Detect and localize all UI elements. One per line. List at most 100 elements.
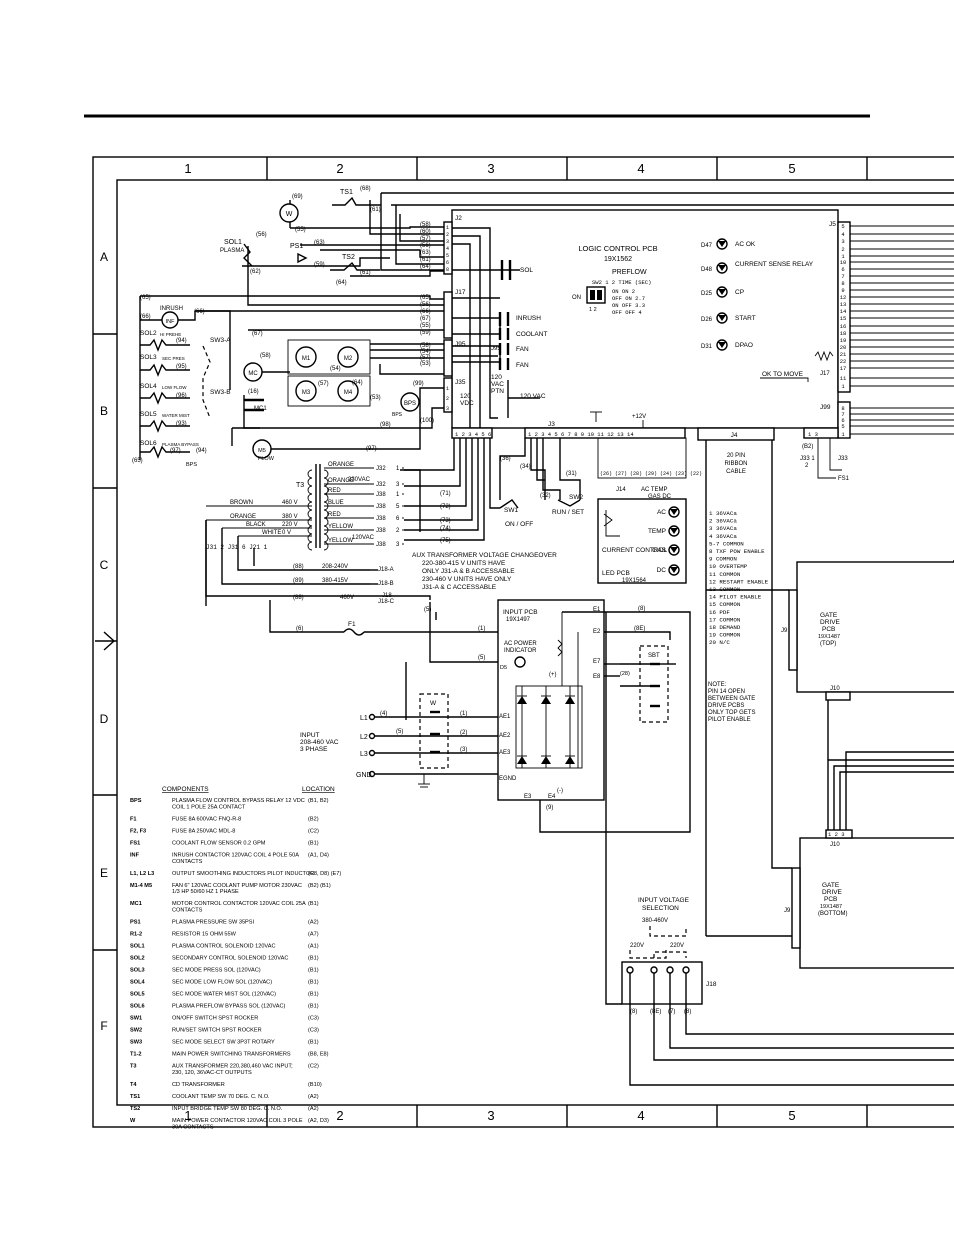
svg-text:2: 2 bbox=[805, 463, 809, 469]
ok-to-move-label: OK TO MOVE bbox=[762, 371, 804, 378]
input-resistor bbox=[557, 639, 563, 657]
input-pcb: INPUT PCB 19X1497 AC POWER INDICATOR D5 … bbox=[497, 599, 691, 833]
led-d47-id: D47 bbox=[701, 243, 713, 249]
wire-95: (95) bbox=[176, 364, 187, 370]
sol2-label: SOL2 bbox=[140, 330, 157, 337]
component-location: (A7) bbox=[308, 932, 319, 938]
t3-tap-pin: 3 bbox=[396, 542, 400, 548]
ribbon-label: 20 PIN bbox=[727, 453, 745, 459]
input-section: (6) F1 (1) (5) (5) W L1 L2 L3 GND INPUT … bbox=[205, 520, 498, 788]
t3-tap-color: ORANGE bbox=[328, 478, 354, 484]
j5-pin: 2 bbox=[841, 246, 844, 253]
sol6-sub: PLASMA BYPASS bbox=[162, 442, 199, 447]
j35-label: J35 bbox=[455, 379, 466, 386]
wire-58a: (58) bbox=[420, 222, 431, 228]
input-phase: 3 PHASE bbox=[300, 746, 328, 753]
wire-97: (97) bbox=[170, 448, 181, 454]
w-contactor-box bbox=[419, 693, 449, 769]
changeover-2: 220-380-415 V UNITS HAVE bbox=[422, 560, 506, 567]
t3-primary-turn bbox=[307, 509, 313, 519]
logic-pcb-title: LOGIC CONTROL PCB bbox=[578, 244, 657, 253]
preflow-dip-switch[interactable] bbox=[586, 286, 606, 304]
wire-57a: (57) bbox=[420, 236, 431, 242]
gate-bot-title-3: PCB bbox=[824, 896, 837, 903]
component-desc: INPUT BRIDGE TEMP SW 80 DEG. C. N.O. bbox=[172, 1106, 283, 1112]
led-d31-id: D31 bbox=[701, 344, 713, 350]
bps-relay bbox=[400, 392, 420, 412]
component-location: (B2) (B1) bbox=[308, 883, 331, 889]
wire-56a: (56) bbox=[420, 243, 431, 249]
t3-tap-conn: J32 bbox=[376, 482, 386, 488]
t3-left-volt: 0 V bbox=[282, 530, 291, 536]
t3-left-color: BLACK bbox=[246, 522, 266, 528]
connector-j2: J2 12 34 56 8 bbox=[443, 215, 462, 275]
led-d25-id: D25 bbox=[701, 291, 713, 297]
ribbon-pin: 11 COMMON bbox=[709, 571, 741, 578]
component-location: (B1, B2) bbox=[308, 798, 329, 804]
range-1-to: J18-A bbox=[378, 567, 394, 573]
sol4-sub: LOW FLOW bbox=[162, 385, 187, 390]
component-location: (B1) bbox=[308, 968, 319, 974]
gate-top-title-1: GATE bbox=[820, 612, 838, 619]
t3-tap-conn: J38 bbox=[376, 492, 386, 498]
t3-primary-turn bbox=[307, 541, 313, 551]
fan-label-2: FAN bbox=[516, 362, 529, 369]
gate-bot-part: 19X1487 bbox=[820, 904, 842, 910]
resistor-symbol bbox=[814, 350, 834, 362]
t3-tap-conn: J38 bbox=[376, 516, 386, 522]
ribbon-pin: 8 TXF POW ENABLE bbox=[709, 548, 765, 555]
svg-text:(B2): (B2) bbox=[802, 444, 813, 450]
ribbon-label-2: RIBBON bbox=[724, 461, 747, 467]
ivs-title-1: INPUT VOLTAGE bbox=[638, 897, 690, 904]
wire-58b: (58) bbox=[420, 343, 431, 349]
ribbon-pin: 19 COMMON bbox=[709, 632, 741, 639]
wire-75: (75) bbox=[440, 538, 451, 544]
j5-label: J5 bbox=[829, 221, 836, 228]
t3-left-color: BROWN bbox=[230, 500, 253, 506]
sbt-label: SBT bbox=[648, 653, 660, 659]
j5-pin: 22 bbox=[840, 358, 847, 365]
component-desc: RESISTOR 15 OHM 55W bbox=[172, 932, 237, 938]
e4-label: E4 bbox=[548, 794, 556, 800]
led-d26: D26 START bbox=[701, 312, 756, 324]
led-pcb-led-label: GAS bbox=[652, 547, 666, 554]
preflow-title: PREFLOW bbox=[612, 269, 647, 276]
drawing-frame bbox=[92, 156, 954, 1128]
ae2-label: AE2 bbox=[499, 733, 511, 739]
component-location: (C3) bbox=[308, 1028, 319, 1034]
wire-64a: (64) bbox=[420, 264, 431, 270]
wire-72: (72) bbox=[440, 504, 451, 510]
led-d26-label: START bbox=[735, 315, 756, 322]
wire-8: (8) bbox=[638, 606, 645, 612]
j95-bottom-pins: 1 2 3 4 5 6 bbox=[455, 431, 491, 438]
gate-bot-j10: J10 bbox=[830, 842, 840, 848]
gate-bot-j9: J9 bbox=[784, 908, 791, 914]
t3-tap-pin: 3 bbox=[396, 482, 400, 488]
column-labels: 1 2 3 4 5 1 2 3 4 5 bbox=[184, 161, 795, 1123]
j9-pin: 1 bbox=[841, 431, 845, 438]
wire-5b: (5) bbox=[424, 607, 431, 613]
wire-55c: (55) bbox=[420, 323, 431, 329]
wire-68: (68) bbox=[360, 186, 371, 192]
wire-57b: (57) bbox=[420, 355, 431, 361]
j5-pin: 1 bbox=[841, 383, 845, 390]
connector-j33: 1 3 (B2) J33 1 2 J33 FS1 bbox=[800, 427, 850, 482]
t3-tap-color: RED bbox=[328, 512, 341, 518]
t3-label: T3 bbox=[296, 482, 304, 489]
wire-31-vert: (31) bbox=[566, 471, 577, 477]
m1-label: M1 bbox=[302, 356, 311, 362]
t3-tap-color: YELLOW bbox=[328, 538, 353, 544]
t3-tap-pin: 5 bbox=[396, 504, 400, 510]
gate-bot-title-1: GATE bbox=[822, 882, 840, 889]
wire-94: (94) bbox=[176, 338, 187, 344]
led-pcb-led-label: TEMP bbox=[648, 528, 666, 535]
component-desc: FAN 6" 120VAC COOLANT PUMP MOTOR 230VAC bbox=[172, 883, 302, 889]
col-label-5-bottom: 5 bbox=[788, 1108, 795, 1123]
led-d48-id: D48 bbox=[701, 267, 713, 273]
component-location: (B1) bbox=[308, 901, 319, 907]
component-code: SOL3 bbox=[130, 968, 145, 974]
wire-1a: (1) bbox=[478, 626, 485, 632]
input-label: INPUT bbox=[300, 732, 320, 739]
sol1-sub: PLASMA bbox=[220, 248, 244, 254]
wire-5a: (5) bbox=[478, 655, 485, 661]
